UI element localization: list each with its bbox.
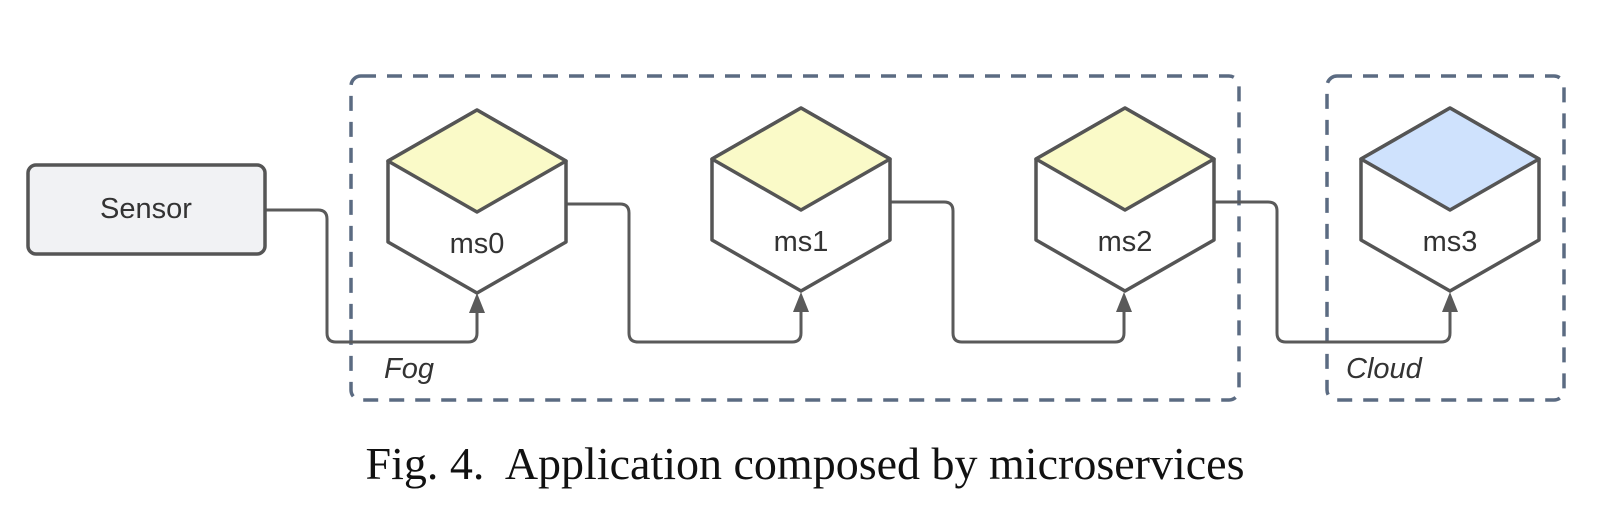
ms1-label: ms1 [774, 226, 829, 258]
fog-zone [349, 74, 1241, 402]
edge-sensor-ms0 [265, 208, 479, 344]
arrowhead-ms2 [1116, 292, 1132, 312]
edge-ms1-ms2 [890, 200, 1126, 344]
ms3-label: ms3 [1423, 226, 1478, 258]
sensor-node [26, 163, 267, 256]
fog-zone-label: Fog [384, 353, 434, 385]
microservice-node-ms3: ms3 [1359, 106, 1541, 293]
ms0-label: ms0 [450, 228, 505, 260]
sensor-label: Sensor [100, 193, 192, 225]
edge-ms0-ms1 [566, 202, 803, 344]
edge-ms2-ms3 [1214, 200, 1452, 344]
arrowhead-ms1 [793, 292, 809, 312]
microservice-node-ms2: ms2 [1034, 106, 1216, 293]
ms0-cube-top [386, 108, 568, 214]
figure-caption: Fig. 4. Application composed by microser… [366, 438, 1245, 489]
cloud-zone-label: Cloud [1346, 353, 1423, 385]
ms1-cube-top [710, 106, 892, 212]
ms2-cube-top [1034, 106, 1216, 212]
ms2-label: ms2 [1098, 226, 1153, 258]
microservice-node-ms0: ms0 [386, 108, 568, 295]
microservice-node-ms1: ms1 [710, 106, 892, 293]
arrowhead-ms3 [1442, 292, 1458, 312]
cloud-zone [1325, 74, 1566, 402]
ms3-cube-top [1359, 106, 1541, 212]
arrowhead-ms0 [469, 293, 485, 313]
